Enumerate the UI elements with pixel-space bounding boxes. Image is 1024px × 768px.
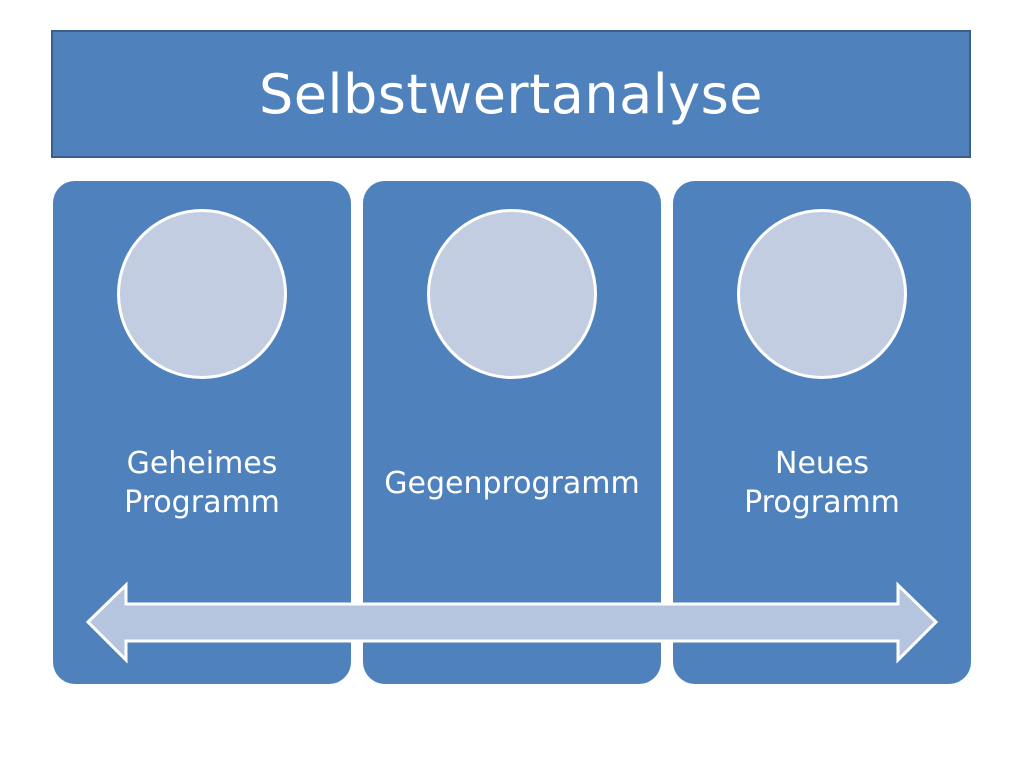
circle-placeholder xyxy=(427,209,597,379)
panel-label: Geheimes Programm xyxy=(124,446,280,520)
panel-label: Gegenprogramm xyxy=(384,465,640,501)
title-banner: Selbstwertanalyse xyxy=(51,30,971,158)
panel-neues-programm: Neues Programm xyxy=(673,181,971,684)
circle-placeholder xyxy=(737,209,907,379)
panel-geheimes-programm: Geheimes Programm xyxy=(53,181,351,684)
circle-placeholder xyxy=(117,209,287,379)
panel-gegenprogramm: Gegenprogramm xyxy=(363,181,661,684)
panel-label: Neues Programm xyxy=(744,446,900,520)
slide-title: Selbstwertanalyse xyxy=(258,62,764,126)
